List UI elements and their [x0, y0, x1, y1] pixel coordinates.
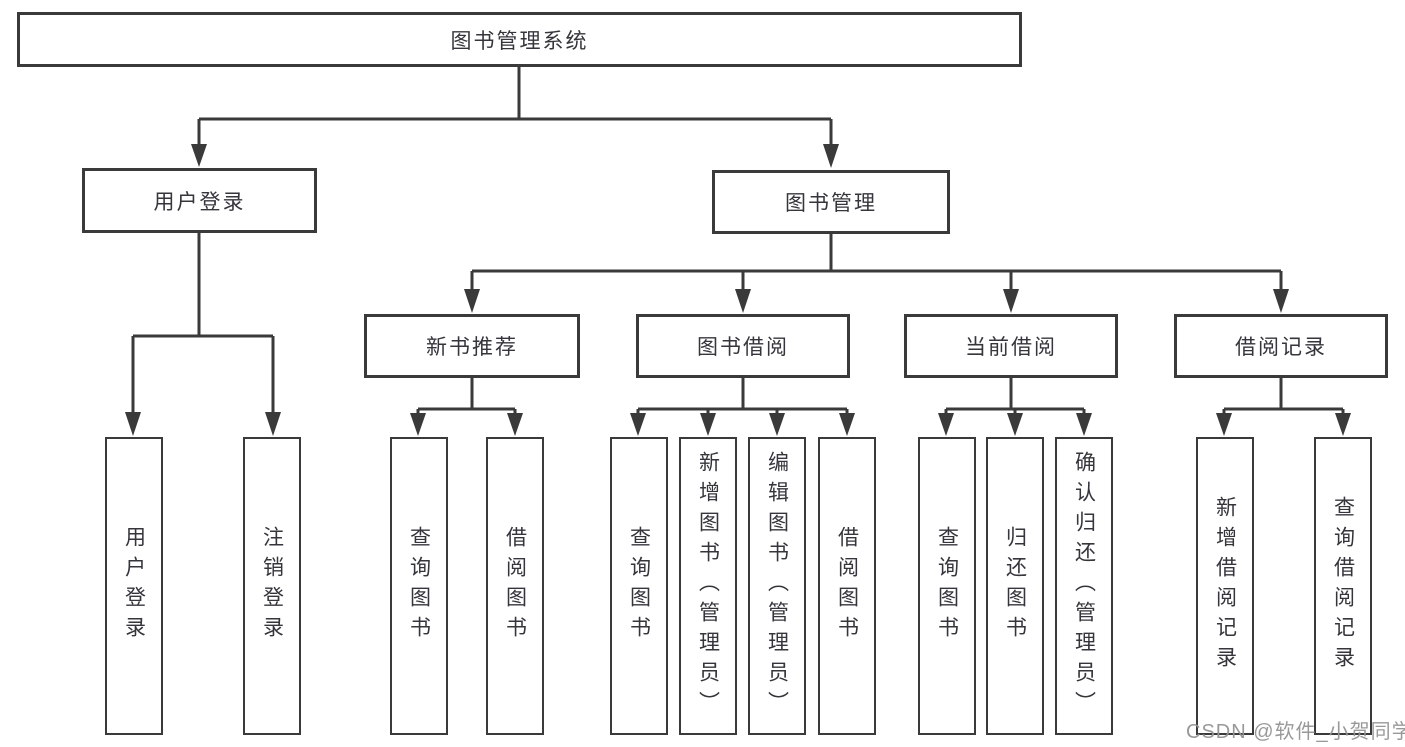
leaf-label: 借阅图书 [503, 526, 527, 646]
leaf-label: 编辑图书（管理员） [765, 451, 789, 721]
leaf-borrow-books-borrowing: 借阅图书 [818, 437, 876, 735]
node-borrowing-records: 借阅记录 [1174, 314, 1388, 378]
node-borrowing-records-label: 借阅记录 [1235, 336, 1327, 359]
node-book-management-label: 图书管理 [785, 192, 877, 215]
arrowheads [125, 144, 1351, 436]
leaf-label: 查询图书 [407, 526, 431, 646]
leaf-query-borrow-record: 查询借阅记录 [1314, 437, 1372, 735]
leaf-confirm-return-admin: 确认归还（管理员） [1055, 437, 1113, 735]
node-user-login: 用户登录 [82, 168, 317, 233]
leaf-label: 确认归还（管理员） [1072, 451, 1096, 721]
leaf-query-books-current: 查询图书 [918, 437, 976, 735]
node-new-book-recommend-label: 新书推荐 [426, 336, 518, 359]
leaf-label: 归还图书 [1003, 526, 1027, 646]
leaf-label: 借阅图书 [835, 526, 859, 646]
node-current-borrowing: 当前借阅 [904, 314, 1118, 378]
node-current-borrowing-label: 当前借阅 [965, 336, 1057, 359]
leaf-logout: 注销登录 [243, 437, 301, 735]
leaf-borrow-books-recommend: 借阅图书 [486, 437, 544, 735]
leaf-label: 新增借阅记录 [1213, 496, 1237, 676]
csdn-watermark: CSDN @软件_小贺同学 [1186, 721, 1405, 743]
leaf-label: 用户登录 [122, 526, 146, 646]
leaf-query-books-borrowing: 查询图书 [610, 437, 668, 735]
leaf-return-books: 归还图书 [986, 437, 1044, 735]
leaf-user-login: 用户登录 [105, 437, 163, 735]
leaf-query-books-recommend: 查询图书 [390, 437, 448, 735]
node-book-management: 图书管理 [712, 170, 950, 234]
leaf-label: 注销登录 [260, 526, 284, 646]
leaf-label: 查询图书 [935, 526, 959, 646]
leaf-add-books-admin: 新增图书（管理员） [679, 437, 737, 735]
node-book-borrowing: 图书借阅 [636, 314, 850, 378]
node-root-system: 图书管理系统 [17, 12, 1022, 67]
node-new-book-recommend: 新书推荐 [364, 314, 580, 378]
node-user-login-label: 用户登录 [153, 190, 246, 214]
leaf-edit-books-admin: 编辑图书（管理员） [748, 437, 806, 735]
leaf-label: 查询图书 [627, 526, 651, 646]
leaf-add-borrow-record: 新增借阅记录 [1196, 437, 1254, 735]
leaf-label: 新增图书（管理员） [696, 451, 720, 721]
leaf-label: 查询借阅记录 [1331, 496, 1355, 676]
node-book-borrowing-label: 图书借阅 [697, 336, 789, 359]
node-root-label: 图书管理系统 [450, 29, 589, 53]
